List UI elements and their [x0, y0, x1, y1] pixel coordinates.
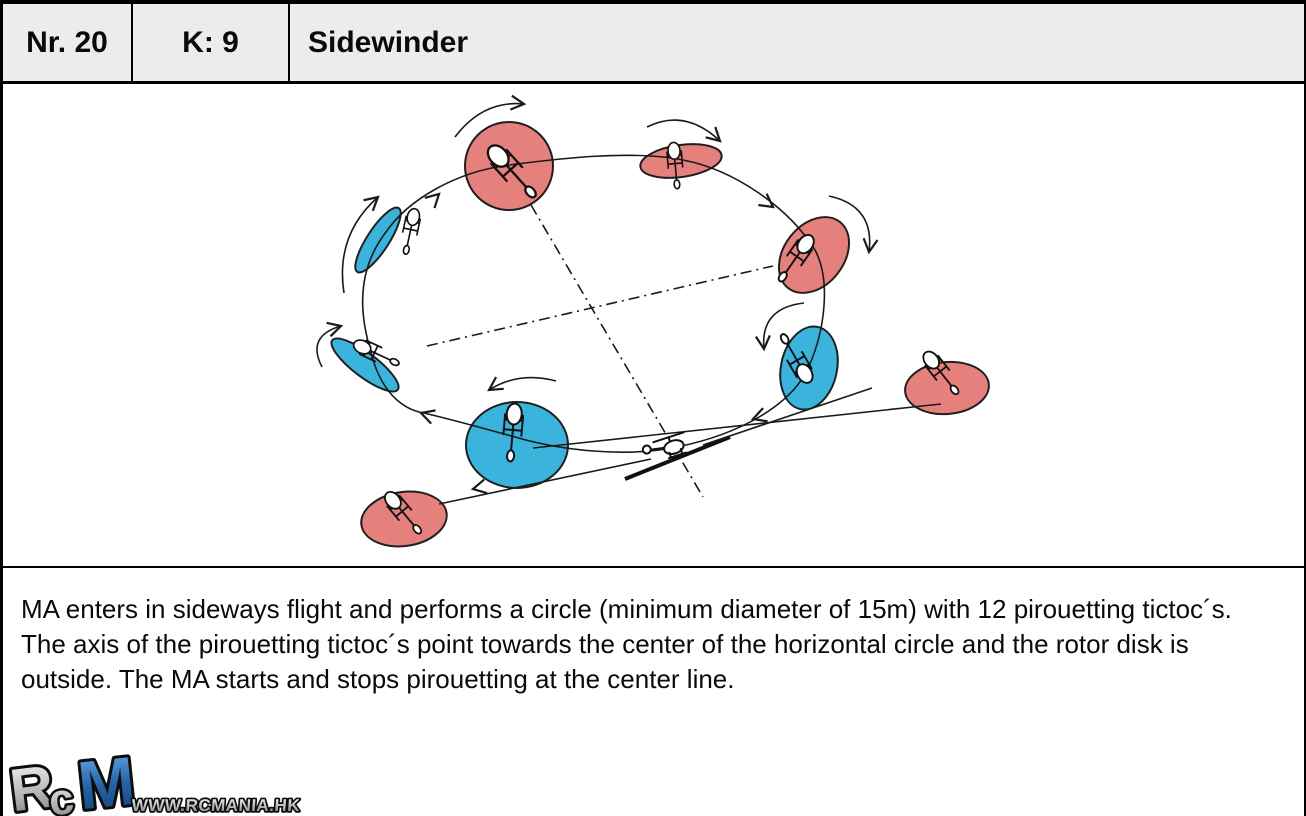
rcmania-logo: R c M WWW.RCMANIA.HK: [4, 744, 303, 816]
rotor-disks: [330, 121, 990, 548]
logo-letter-r: R: [6, 753, 57, 816]
logo-website: WWW.RCMANIA.HK: [131, 796, 301, 815]
flight-circle-path: [361, 154, 826, 453]
maneuver-description-box: MA enters in sideways flight and perform…: [0, 568, 1306, 816]
helicopter-icon: [397, 206, 423, 257]
rotor-disk-bottomleft-red: [360, 490, 448, 548]
rotor-disk-farright-red: [904, 360, 990, 416]
rotor-disk-top-red: [464, 121, 554, 211]
entry-exit-lines: [438, 387, 942, 505]
rotor-disk-topright-red: [639, 143, 723, 179]
maneuver-diagram: [316, 94, 990, 548]
rotor-disk-upperleft-blue: [354, 206, 402, 274]
rotor-disk-right-red: [777, 216, 851, 294]
center-line-marker: [624, 435, 731, 481]
maneuver-description: MA enters in sideways flight and perform…: [21, 594, 1232, 694]
k-factor-cell: K: 9: [133, 4, 290, 81]
logo-letter-c: c: [46, 774, 76, 816]
maneuver-diagram-box: [0, 84, 1306, 568]
logo-letter-m: M: [74, 744, 138, 816]
maneuver-title: Sidewinder: [308, 25, 469, 59]
maneuver-header-row: Nr. 20 K: 9 Sidewinder: [0, 0, 1306, 84]
helicopters: [350, 138, 965, 540]
maneuver-number-cell: Nr. 20: [3, 4, 133, 81]
rotation-arrows: [316, 102, 871, 391]
